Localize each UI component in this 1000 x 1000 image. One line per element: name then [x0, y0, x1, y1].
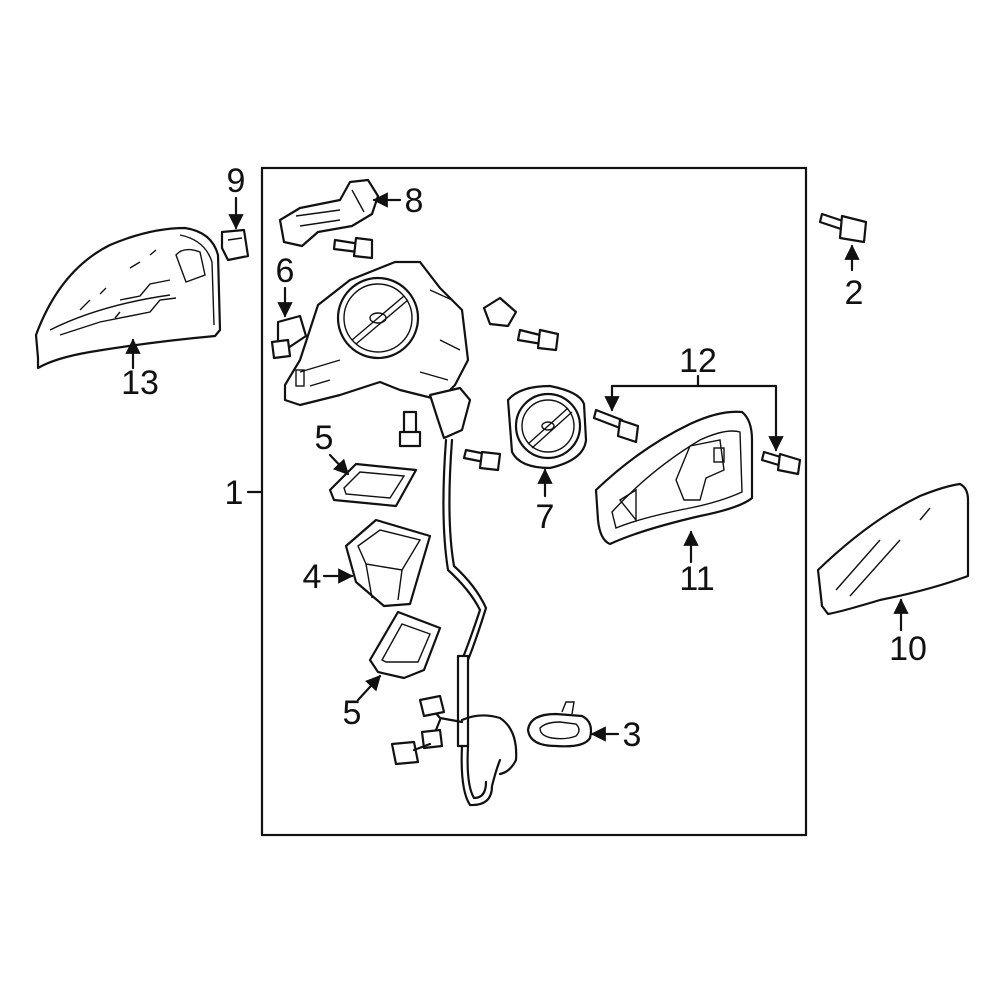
part-4-cup[interactable]	[344, 518, 432, 608]
part-7-motor[interactable]	[506, 384, 588, 470]
callout-4: 4	[303, 558, 322, 596]
assembly-frame	[260, 166, 808, 837]
clip-small	[482, 296, 518, 328]
callout-12: 12	[679, 342, 717, 380]
callout-9: 9	[227, 162, 246, 200]
callout-7: 7	[536, 498, 555, 536]
part-3-grommet[interactable]	[526, 701, 593, 748]
leader-5b	[356, 674, 382, 702]
screw-middle	[516, 328, 560, 352]
callout-5-upper: 5	[315, 419, 334, 457]
bolt-upper	[332, 236, 374, 260]
part-6-switch[interactable]	[270, 314, 308, 360]
callout-8: 8	[405, 182, 424, 220]
bolt-vertical	[398, 410, 422, 448]
part-2-bolt[interactable]	[818, 212, 868, 244]
part-13-mirror-cover[interactable]	[34, 226, 222, 370]
callout-13: 13	[121, 364, 159, 402]
leader-12	[604, 384, 784, 452]
part-5-gasket-upper[interactable]	[328, 462, 418, 508]
callout-5-lower: 5	[343, 694, 362, 732]
cable-harness	[390, 438, 518, 807]
callout-11: 11	[679, 560, 714, 598]
part-9-clip[interactable]	[220, 228, 250, 262]
part-8-bracket[interactable]	[278, 178, 380, 248]
mirror-housing-base	[283, 260, 472, 440]
callout-6: 6	[276, 252, 295, 290]
part-10-mirror-glass[interactable]	[816, 482, 970, 616]
part-5-gasket-lower[interactable]	[368, 610, 442, 680]
callout-10: 10	[889, 630, 927, 668]
screw-lower	[462, 448, 502, 472]
callout-2: 2	[845, 274, 864, 312]
callout-1: 1	[225, 474, 244, 512]
leader-5a	[328, 453, 350, 476]
callout-3: 3	[623, 716, 642, 754]
